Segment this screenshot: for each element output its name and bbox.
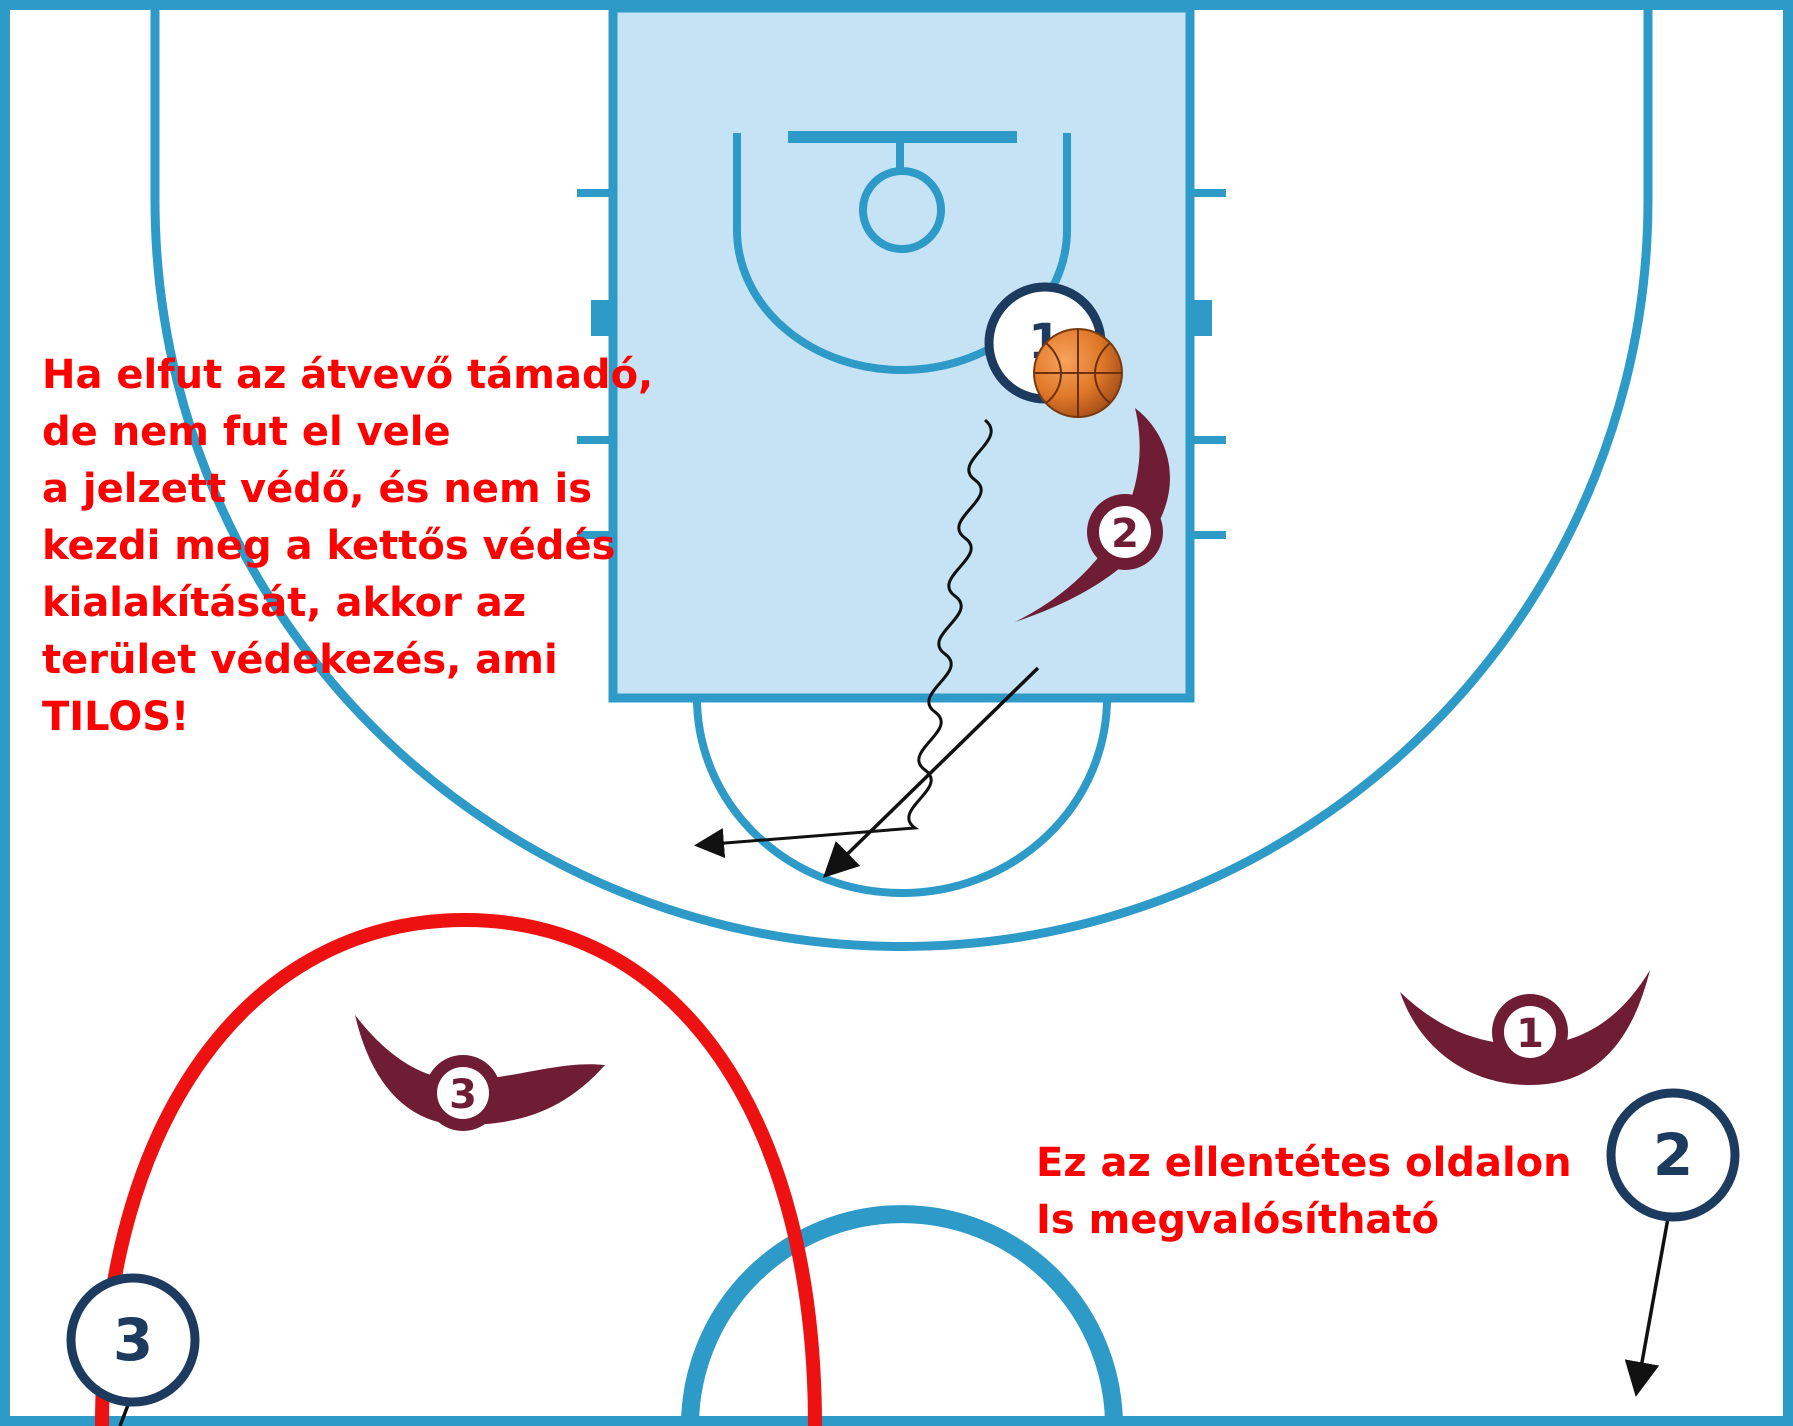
lane-block-right — [1190, 300, 1212, 336]
annotation-line: kialakítását, akkor az — [42, 580, 527, 626]
attacker-3-label: 3 — [113, 1306, 153, 1374]
lane-block-left — [591, 300, 613, 336]
annotation-line: de nem fut el vele — [42, 409, 451, 455]
defender-3-label: 3 — [449, 1072, 477, 1118]
annotation-main-text: Ha elfut az átvevő támadó, de nem fut el… — [42, 347, 653, 746]
annotation-opposite-side-text: Ez az ellentétes oldalon Is megvalósítha… — [1036, 1135, 1572, 1249]
attacker-3-move-arrow — [118, 1404, 130, 1426]
annotation-line: a jelzett védő, és nem is — [42, 466, 593, 512]
dribble-path — [694, 418, 993, 859]
attacker-2-move-arrow — [1624, 1217, 1670, 1397]
attacker-2-marker: 2 — [1606, 1088, 1740, 1222]
attacker-2-label: 2 — [1653, 1121, 1693, 1189]
defender-2-marker: 2 — [1015, 408, 1170, 622]
annotation-line: kezdi meg a kettős védés — [42, 523, 616, 569]
rim — [859, 167, 945, 253]
defender-1-label: 1 — [1516, 1011, 1544, 1057]
defender-3-marker: 3 — [355, 1015, 605, 1131]
center-circle — [681, 1205, 1123, 1426]
annotation-line: Is megvalósítható — [1036, 1197, 1440, 1243]
annotation-line: Ha elfut az átvevő támadó, — [42, 352, 654, 398]
free-throw-circle — [693, 697, 1111, 897]
annotation-line: TILOS! — [42, 694, 190, 740]
three-point-line — [150, 8, 1653, 951]
defender-1-marker: 1 — [1400, 970, 1650, 1085]
basketball-icon — [1033, 328, 1123, 418]
defender-2-label: 2 — [1111, 511, 1139, 557]
defender-2-move-arrow — [822, 666, 1040, 878]
attacker-3-marker: 3 — [66, 1273, 200, 1407]
annotation-line: Ez az ellentétes oldalon — [1036, 1140, 1572, 1186]
annotation-line: terület védekezés, ami — [42, 637, 558, 683]
highlight-ellipse — [95, 912, 822, 1426]
lane-hash-marks — [577, 189, 1226, 539]
